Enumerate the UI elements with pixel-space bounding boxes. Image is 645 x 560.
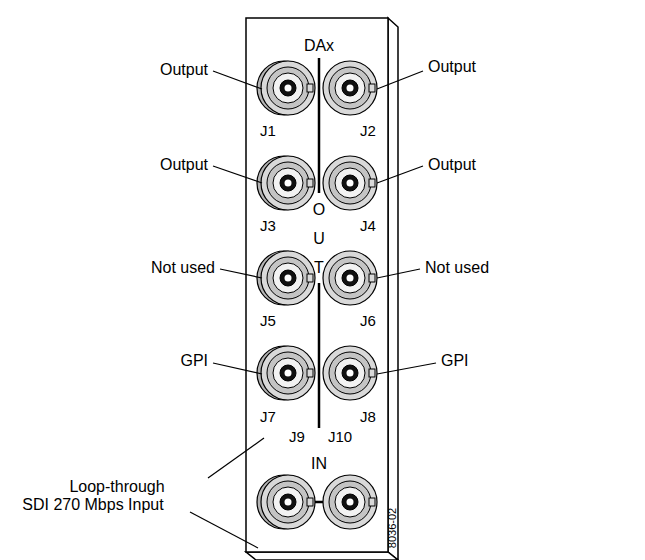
callout-label: Not used <box>151 259 215 277</box>
connector-group-label: DAx <box>304 37 334 55</box>
callout-label: Output <box>160 156 208 174</box>
bnc-connector <box>323 61 377 115</box>
leader-line <box>213 71 262 89</box>
bnc-connector <box>257 61 315 115</box>
bnc-connector <box>257 156 315 210</box>
leader-line <box>377 166 423 183</box>
divider-line <box>318 58 321 193</box>
connector-number: J1 <box>260 122 276 139</box>
callout-label: Loop-through SDI 270 Mbps Input <box>9 478 177 515</box>
divider-line <box>318 283 321 428</box>
panel-bottom <box>246 552 398 560</box>
leader-line <box>220 269 262 278</box>
leader-line <box>377 71 423 89</box>
connector-number: J6 <box>360 312 376 329</box>
figure-number: 8036-02 <box>386 508 399 548</box>
callout-label: Output <box>428 156 476 174</box>
connector-number: J2 <box>360 122 376 139</box>
bnc-connector <box>257 251 315 305</box>
callout-label: Output <box>160 61 208 79</box>
connector-number: J9 <box>289 428 305 445</box>
callout-label: GPI <box>441 352 469 370</box>
leader-line <box>208 438 264 478</box>
leader-line <box>377 363 436 374</box>
connector-number: J10 <box>328 428 352 445</box>
callout-label: Output <box>428 58 476 76</box>
connector-number: J4 <box>360 217 376 234</box>
bnc-connector <box>323 251 377 305</box>
panel-face <box>246 18 388 552</box>
leader-line <box>213 166 262 183</box>
bnc-connector <box>323 156 377 210</box>
connector-number: J8 <box>360 408 376 425</box>
bnc-connector <box>323 475 377 529</box>
bnc-connector <box>323 346 377 400</box>
connector-group-label: IN <box>311 455 327 473</box>
panel-side <box>388 18 398 560</box>
bnc-connector <box>257 475 315 529</box>
callout-label: Not used <box>425 259 489 277</box>
leader-line <box>377 269 420 278</box>
connector-number: J5 <box>260 312 276 329</box>
leader-line <box>190 512 258 548</box>
connector-number: J3 <box>260 217 276 234</box>
callout-label: GPI <box>180 352 208 370</box>
bnc-connector <box>257 346 315 400</box>
leader-line <box>213 363 262 374</box>
connector-group-label: OUT <box>311 195 327 282</box>
connector-number: J7 <box>260 408 276 425</box>
